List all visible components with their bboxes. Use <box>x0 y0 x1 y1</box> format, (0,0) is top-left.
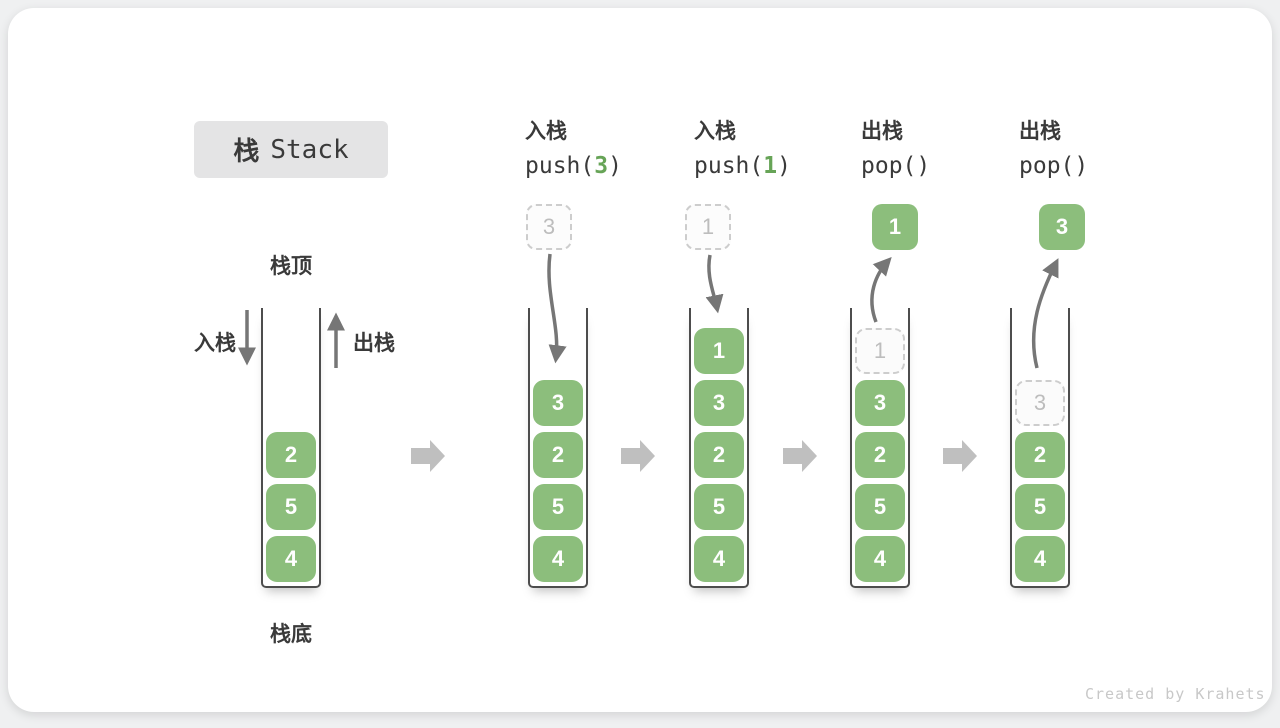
stack-cell: 5 <box>533 484 583 530</box>
stack-cell: 4 <box>1015 536 1065 582</box>
stack-cell: 2 <box>855 432 905 478</box>
column-header-push-1: 入栈 push(1) <box>694 115 791 179</box>
stack-cell-removed: 3 <box>1015 380 1065 426</box>
operation-label: 入栈 <box>525 120 567 143</box>
stack-after-pop-3: 3 2 5 4 <box>1010 308 1070 588</box>
stack-cell: 4 <box>533 536 583 582</box>
stack-cell: 4 <box>694 536 744 582</box>
code-suffix: ) <box>777 153 791 179</box>
stack-bottom-label: 栈底 <box>270 623 312 646</box>
stack-after-push-3: 3 2 5 4 <box>528 308 588 588</box>
code-suffix: ) <box>1074 153 1089 179</box>
code-arg: 1 <box>763 153 778 179</box>
stack-cell: 3 <box>533 380 583 426</box>
code-prefix: push( <box>525 153 595 179</box>
curved-arrow-push-1-icon <box>705 254 724 314</box>
title-cn: 栈 <box>233 136 260 166</box>
operation-code: pop() <box>861 153 930 179</box>
stack-after-pop-1: 1 3 2 5 4 <box>850 308 910 588</box>
arrows-overlay <box>237 253 1059 472</box>
stack-cell: 2 <box>1015 432 1065 478</box>
code-arg: 3 <box>594 153 609 179</box>
operation-label: 入栈 <box>694 120 736 143</box>
stack-cell: 1 <box>694 328 744 374</box>
stack-cell: 3 <box>694 380 744 426</box>
code-prefix: push( <box>694 153 764 179</box>
code-suffix: ) <box>608 153 622 179</box>
popped-element-box-1: 1 <box>872 204 918 250</box>
operation-code: push(3) <box>525 153 622 179</box>
stack-cell: 5 <box>855 484 905 530</box>
watermark: Created by Krahets <box>1085 685 1266 703</box>
column-header-pop-1: 出栈 pop() <box>861 115 930 179</box>
stack-cell: 3 <box>855 380 905 426</box>
popped-element-box-3: 3 <box>1039 204 1085 250</box>
incoming-element-box-1: 1 <box>685 204 731 250</box>
incoming-element-box-3: 3 <box>526 204 572 250</box>
code-suffix: ) <box>916 153 931 179</box>
step-arrow-right-icon <box>783 440 817 472</box>
stack-cell: 5 <box>1015 484 1065 530</box>
step-arrow-right-icon <box>621 440 655 472</box>
stack-cell-removed: 1 <box>855 328 905 374</box>
stack-after-push-1: 1 3 2 5 4 <box>689 308 749 588</box>
code-prefix: pop( <box>1019 153 1075 179</box>
operation-label: 出栈 <box>861 120 903 143</box>
diagram-card: 栈 Stack 栈顶 栈底 入栈 出栈 入栈 push(3) 入栈 push(1… <box>8 8 1272 712</box>
stack-top-label: 栈顶 <box>270 255 312 278</box>
pop-direction-label: 出栈 <box>353 332 395 355</box>
stack-cell: 2 <box>533 432 583 478</box>
title-en: Stack <box>270 134 349 165</box>
stack-initial: 2 5 4 <box>261 308 321 588</box>
stack-cell: 4 <box>855 536 905 582</box>
code-prefix: pop( <box>861 153 917 179</box>
stack-cell: 5 <box>694 484 744 530</box>
column-header-pop-3: 出栈 pop() <box>1019 115 1088 179</box>
step-arrow-right-icon <box>943 440 977 472</box>
operation-code: push(1) <box>694 153 791 179</box>
stack-cell: 5 <box>266 484 316 530</box>
push-direction-label: 入栈 <box>194 332 236 355</box>
title-box: 栈 Stack <box>194 121 388 178</box>
stack-cell: 2 <box>266 432 316 478</box>
column-header-push-3: 入栈 push(3) <box>525 115 622 179</box>
operation-code: pop() <box>1019 153 1088 179</box>
step-arrow-right-icon <box>411 440 445 472</box>
operation-label: 出栈 <box>1019 120 1061 143</box>
stack-cell: 4 <box>266 536 316 582</box>
stack-cell: 2 <box>694 432 744 478</box>
